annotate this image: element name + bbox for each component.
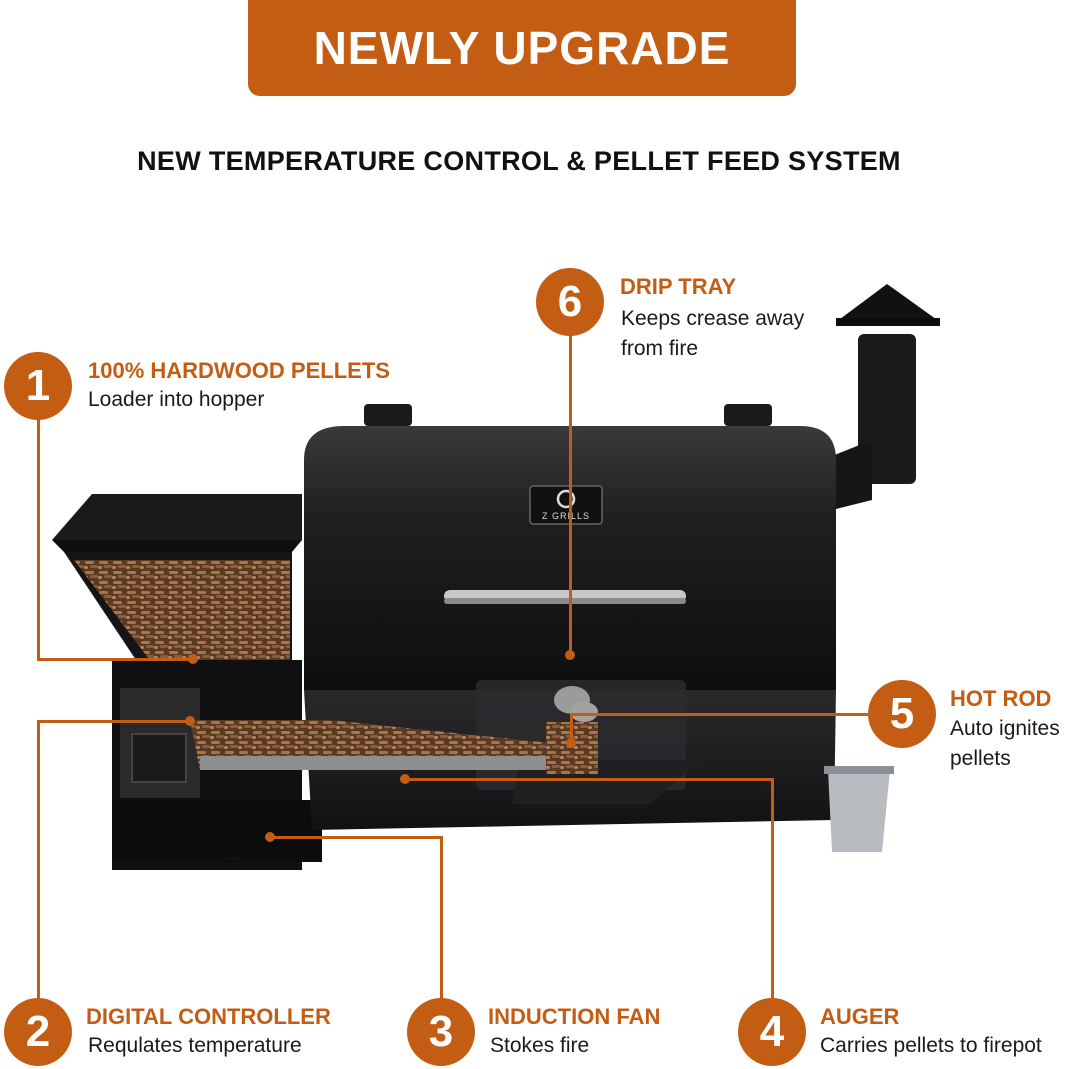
- callout-4-description: Carries pellets to firepot: [820, 1034, 1042, 1057]
- callout-5-title: HOT ROD: [950, 686, 1052, 711]
- chimney: [832, 284, 940, 510]
- header-banner: NEWLY UPGRADE: [248, 0, 796, 96]
- leader-5-dot: [566, 738, 576, 748]
- leader-4-vertical: [771, 778, 774, 1000]
- callout-5-description: Auto ignites pellets: [950, 717, 1060, 770]
- leader-6-vertical: [569, 334, 572, 654]
- leader-2-horizontal: [37, 720, 189, 723]
- callout-1-description: Loader into hopper: [88, 388, 265, 411]
- callout-1-title: 100% HARDWOOD PELLETS: [88, 358, 390, 383]
- grease-bucket: [824, 766, 894, 852]
- callout-2-description: Requlates temperature: [88, 1034, 302, 1057]
- leader-3-vertical: [440, 836, 443, 1000]
- callout-3-description: Stokes fire: [490, 1034, 590, 1057]
- callout-1-badge: 1: [4, 352, 72, 420]
- callout-2-badge: 2: [4, 998, 72, 1066]
- leader-2-vertical: [37, 720, 40, 1000]
- leader-1-vertical: [37, 418, 40, 660]
- callout-3-badge: 3: [407, 998, 475, 1066]
- callout-6-badge: 6: [536, 268, 604, 336]
- leader-3-dot: [265, 832, 275, 842]
- leader-2-dot: [185, 716, 195, 726]
- callout-4-badge: 4: [738, 998, 806, 1066]
- page-subtitle: NEW TEMPERATURE CONTROL & PELLET FEED SY…: [137, 146, 901, 176]
- leader-1-horizontal: [37, 658, 193, 661]
- leader-1-dot: [188, 654, 198, 664]
- callout-4-title: AUGER: [820, 1004, 900, 1029]
- callout-6-title: DRIP TRAY: [620, 274, 737, 299]
- logo-text: Z GRILLS: [541, 511, 590, 521]
- callout-5-badge: 5: [868, 680, 936, 748]
- leader-3-horizontal: [270, 836, 442, 839]
- callout-2-title: DIGITAL CONTROLLER: [86, 1004, 331, 1029]
- banner-title: NEWLY UPGRADE: [313, 22, 731, 74]
- leader-4-dot: [400, 774, 410, 784]
- leader-5-vertical: [570, 713, 573, 743]
- leader-4-horizontal: [405, 778, 773, 781]
- leader-6-dot: [565, 650, 575, 660]
- smoke: [554, 686, 598, 722]
- leader-5-horizontal: [570, 713, 870, 716]
- hopper: [52, 494, 322, 870]
- callout-6-description: Keeps crease away from fire: [621, 307, 805, 360]
- callout-3-title: INDUCTION FAN: [488, 1004, 661, 1029]
